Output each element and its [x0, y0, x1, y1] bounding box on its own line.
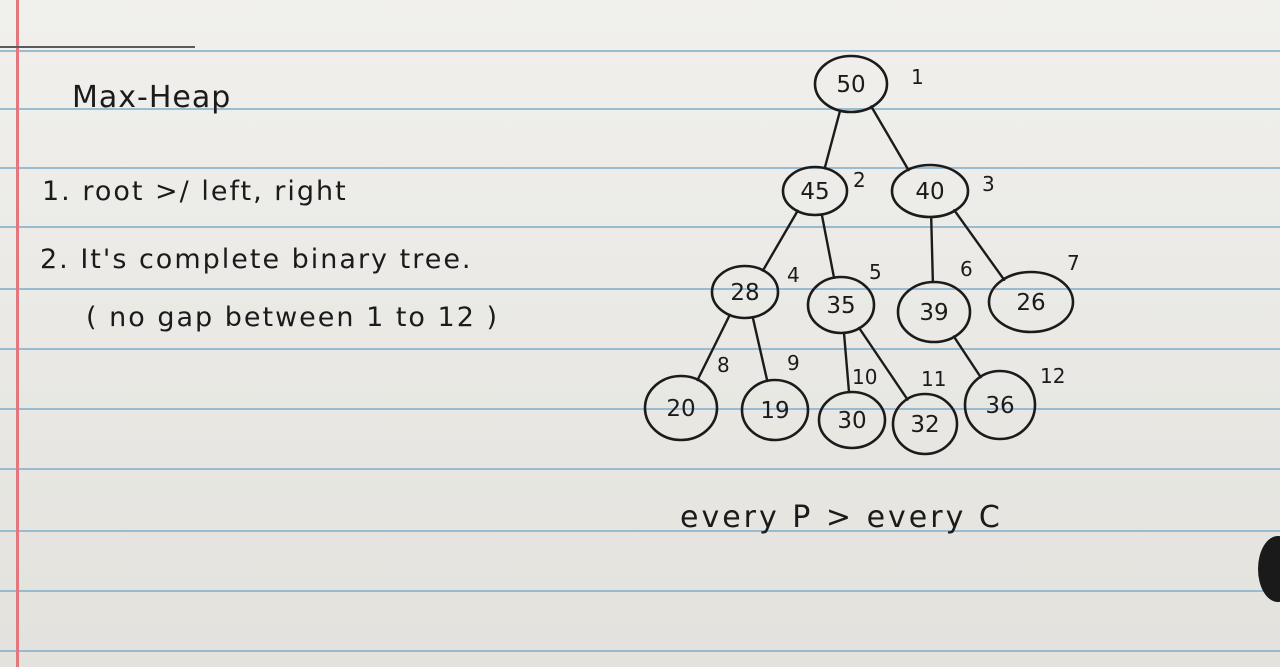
ruled-line — [0, 530, 1280, 532]
node-index-label: 3 — [982, 172, 995, 196]
tree-edge — [761, 209, 799, 272]
node-value: 26 — [1016, 290, 1045, 316]
node-circle — [643, 374, 719, 442]
node-value: 40 — [915, 179, 944, 205]
node-circle — [896, 280, 972, 344]
rule-complete-binary-tree: 2. It's complete binary tree. — [40, 244, 473, 275]
ruled-line — [0, 50, 1280, 52]
node-value: 20 — [666, 396, 695, 422]
node-circle — [987, 270, 1075, 334]
binder-hole — [1258, 536, 1280, 602]
ruled-line — [0, 226, 1280, 228]
node-circle — [813, 54, 889, 114]
tree-edge — [929, 215, 935, 284]
heap-node-6: 39 6 — [896, 257, 973, 344]
tree-edge — [952, 335, 982, 379]
node-index-label: 10 — [852, 365, 877, 389]
node-index-label: 1 — [911, 65, 924, 89]
rule-no-gap-note: ( no gap between 1 to 12 ) — [86, 302, 499, 333]
heap-node-3: 40 3 — [890, 163, 995, 219]
node-value: 45 — [800, 179, 829, 205]
node-index-label: 2 — [853, 168, 866, 192]
node-index-label: 4 — [787, 263, 800, 287]
ruled-line — [0, 348, 1280, 350]
ruled-line — [0, 408, 1280, 410]
node-value: 50 — [836, 72, 865, 98]
tree-edge — [953, 209, 1006, 282]
heading-max-heap: Max-Heap — [72, 80, 232, 115]
tree-edge — [823, 109, 842, 170]
ruled-line — [0, 288, 1280, 290]
node-value: 28 — [730, 280, 759, 306]
parent-child-note: every P > every C — [680, 500, 1003, 535]
heap-node-8: 20 8 — [643, 353, 730, 442]
node-circle — [891, 392, 959, 456]
ruled-line — [0, 650, 1280, 652]
margin-line — [16, 0, 19, 667]
tree-edge — [842, 331, 851, 394]
node-index-label: 11 — [921, 367, 946, 391]
node-circle — [740, 378, 810, 442]
heap-node-10: 30 10 — [817, 365, 887, 450]
heap-node-7: 26 7 — [987, 251, 1080, 334]
node-index-label: 5 — [869, 260, 882, 284]
node-index-label: 9 — [787, 351, 800, 375]
node-circle — [817, 390, 887, 450]
tree-edge — [751, 315, 769, 383]
node-circle — [710, 264, 780, 320]
node-circle — [806, 275, 876, 335]
tree-nodes: 50 1 45 2 40 3 28 4 35 5 39 6 26 7 20 8 19 9 30 10 32 11 36 12 — [643, 54, 1080, 456]
node-circle — [890, 163, 970, 219]
ruled-line — [0, 167, 1280, 169]
header-rule — [0, 46, 195, 48]
node-value: 30 — [837, 408, 866, 434]
node-value: 39 — [919, 300, 948, 326]
node-index-label: 6 — [960, 257, 973, 281]
ruled-line — [0, 108, 1280, 110]
rule-root-comparison: 1. root >/ left, right — [42, 176, 348, 207]
tree-edge — [696, 313, 732, 382]
tree-edge — [820, 213, 836, 279]
node-value: 19 — [760, 398, 789, 424]
heap-node-9: 19 9 — [740, 351, 810, 442]
node-circle — [963, 369, 1037, 441]
ruled-line — [0, 468, 1280, 470]
heap-node-1: 50 1 — [813, 54, 924, 114]
node-value: 36 — [985, 393, 1014, 419]
heap-node-2: 45 2 — [781, 165, 866, 217]
tree-edges — [696, 105, 1006, 401]
heap-node-4: 28 4 — [710, 263, 800, 320]
node-index-label: 7 — [1067, 251, 1080, 275]
node-circle — [781, 165, 849, 217]
node-value: 35 — [826, 293, 855, 319]
ruled-line — [0, 590, 1280, 592]
node-index-label: 12 — [1040, 364, 1065, 388]
tree-edge — [870, 105, 910, 172]
heap-node-12: 36 12 — [963, 364, 1065, 441]
heap-node-5: 35 5 — [806, 260, 882, 335]
heap-node-11: 32 11 — [891, 367, 959, 456]
tree-edge — [857, 326, 909, 401]
node-value: 32 — [910, 412, 939, 438]
node-index-label: 8 — [717, 353, 730, 377]
